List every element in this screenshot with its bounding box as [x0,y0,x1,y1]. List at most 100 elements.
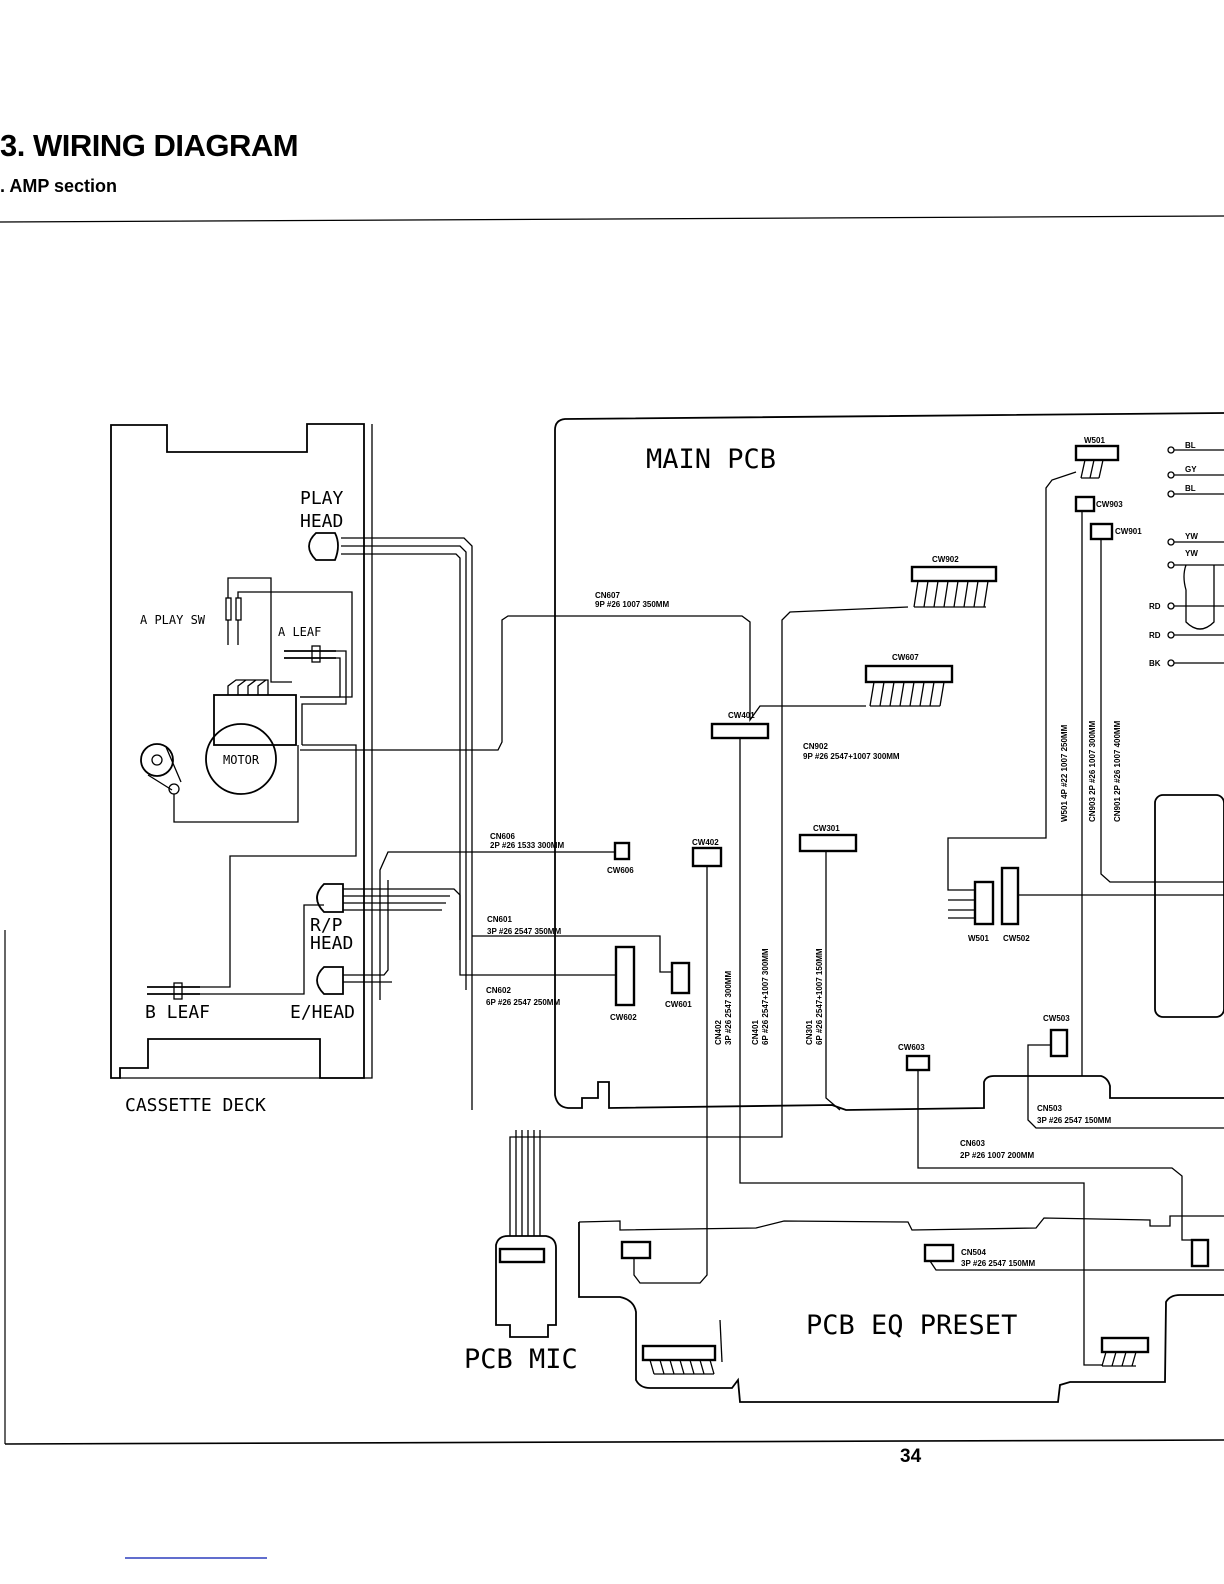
svg-text:CN402: CN402 [714,1020,723,1045]
cw601-connector [670,961,691,995]
page-title: 3. WIRING DIAGRAM [0,128,299,163]
svg-text:3P #26 2547 150MM: 3P #26 2547 150MM [1037,1116,1111,1125]
svg-text:BK: BK [1149,659,1161,668]
cw902-connector [910,565,998,583]
header-rule [0,215,1224,223]
svg-text:CW301: CW301 [813,824,840,833]
svg-text:CW601: CW601 [665,1000,692,1009]
cw503-connector [1049,1028,1069,1058]
svg-text:CN301: CN301 [805,1020,814,1045]
page-number: 34 [900,1446,922,1467]
svg-text:3P #26 2547 300MM: 3P #26 2547 300MM [724,971,733,1045]
terminal-circles [1167,446,1175,667]
wire-spec-labels: CN607 9P #26 1007 350MM CN902 9P #26 254… [486,591,1122,1268]
svg-text:CW502: CW502 [1003,934,1030,943]
rp-head [316,883,344,913]
svg-text:CW602: CW602 [610,1013,637,1022]
svg-text:CW902: CW902 [932,555,959,564]
svg-text:BL: BL [1185,441,1196,450]
cw606-connector [613,841,631,861]
svg-text:CN503: CN503 [1037,1104,1062,1113]
svg-text:CW402: CW402 [692,838,719,847]
cw901-connector [1089,522,1114,541]
cw502-connector [1000,866,1020,926]
svg-text:RD: RD [1149,602,1161,611]
cn504-connector [923,1243,955,1263]
svg-text:CN903 2P #26 1007 300MM: CN903 2P #26 1007 300MM [1088,720,1097,822]
svg-text:CN607: CN607 [595,591,620,600]
rp-head-label-1: R/P [310,915,343,936]
terminal-labels: BL GY BL YW YW RD RD BK [1149,441,1198,668]
pin-combs [649,459,1137,1375]
motor-label: MOTOR [223,753,260,767]
svg-text:CN901 2P #26 1007 400MM: CN901 2P #26 1007 400MM [1113,720,1122,822]
svg-text:CN601: CN601 [487,915,512,924]
pcb-mic: PCB MIC [464,1235,578,1375]
svg-text:6P #26 2547+1007 150MM: 6P #26 2547+1007 150MM [815,948,824,1045]
svg-text:CW903: CW903 [1096,500,1123,509]
play-head-label-2: HEAD [300,511,343,532]
svg-text:6P #26 2547 250MM: 6P #26 2547 250MM [486,998,560,1007]
svg-text:CW503: CW503 [1043,1014,1070,1023]
cw607-connector [864,664,954,684]
eq-edge-connector [1190,1238,1210,1268]
svg-text:RD: RD [1149,631,1161,640]
svg-text:2P #26 1533 300MM: 2P #26 1533 300MM [490,841,564,850]
e-head [316,966,344,995]
svg-text:W501 4P #22 1007 250MM: W501 4P #22 1007 250MM [1060,724,1069,822]
a-leaf-switch [284,645,347,745]
svg-text:CW901: CW901 [1115,527,1142,536]
b-leaf-label: B LEAF [145,1002,210,1023]
connector-labels: W501 CW903 CW901 CW902 CW607 CW401 CW402… [607,436,1142,1052]
svg-text:CN504: CN504 [961,1248,986,1257]
a-leaf-label: A LEAF [278,625,321,639]
play-head-label-1: PLAY [300,488,344,509]
svg-text:CW401: CW401 [728,711,755,720]
play-head [308,532,339,561]
rp-head-label-2: HEAD [310,933,353,954]
e-head-label: E/HEAD [290,1002,355,1023]
svg-text:CN401: CN401 [751,1020,760,1045]
svg-text:9P #26 2547+1007 300MM: 9P #26 2547+1007 300MM [803,752,900,761]
svg-text:CN902: CN902 [803,742,828,751]
mic-connector [498,1247,546,1264]
cassette-deck-label: CASSETTE DECK [125,1095,266,1116]
a-play-sw-label: A PLAY SW [140,613,206,627]
main-pcb-label: MAIN PCB [646,444,776,475]
cw602-connector [614,945,636,1007]
svg-text:CW606: CW606 [607,866,634,875]
svg-text:YW: YW [1185,549,1198,558]
cassette-deck: PLAY HEAD A PLAY SW A LEAF MOTOR [110,423,373,1116]
svg-text:CN602: CN602 [486,986,511,995]
footer-rule [4,1439,1224,1445]
cw301-connector [798,833,858,853]
eq-left-connector [620,1240,652,1260]
capstan-flywheel [140,743,299,823]
svg-text:CW607: CW607 [892,653,919,662]
section-subtitle: . AMP section [0,176,118,196]
svg-text:BL: BL [1185,484,1196,493]
svg-text:9P #26 1007 350MM: 9P #26 1007 350MM [595,600,669,609]
eq-right-connector [1100,1336,1150,1354]
connectors [498,444,1210,1362]
cw401-connector [710,722,770,740]
svg-text:2P #26 1007 200MM: 2P #26 1007 200MM [960,1151,1034,1160]
svg-text:YW: YW [1185,532,1198,541]
svg-text:3P #26 2547 350MM: 3P #26 2547 350MM [487,927,561,936]
svg-text:W501: W501 [968,934,989,943]
svg-text:6P #26 2547+1007 300MM: 6P #26 2547+1007 300MM [761,948,770,1045]
wires [300,449,1224,1366]
pcb-eq-preset: PCB EQ PRESET [578,1215,1224,1403]
main-pcb: MAIN PCB [554,412,1224,1111]
svg-text:3P #26 2547 150MM: 3P #26 2547 150MM [961,1259,1035,1268]
svg-text:CN603: CN603 [960,1139,985,1148]
w501-board-connector [973,880,995,926]
eq-bottom-connector [641,1344,717,1362]
pcb-eq-preset-label: PCB EQ PRESET [806,1310,1017,1341]
cw903-connector [1074,495,1096,513]
svg-text:CW603: CW603 [898,1043,925,1052]
svg-text:GY: GY [1185,465,1197,474]
motor: MOTOR [205,679,297,795]
w501-connector [1074,444,1120,462]
